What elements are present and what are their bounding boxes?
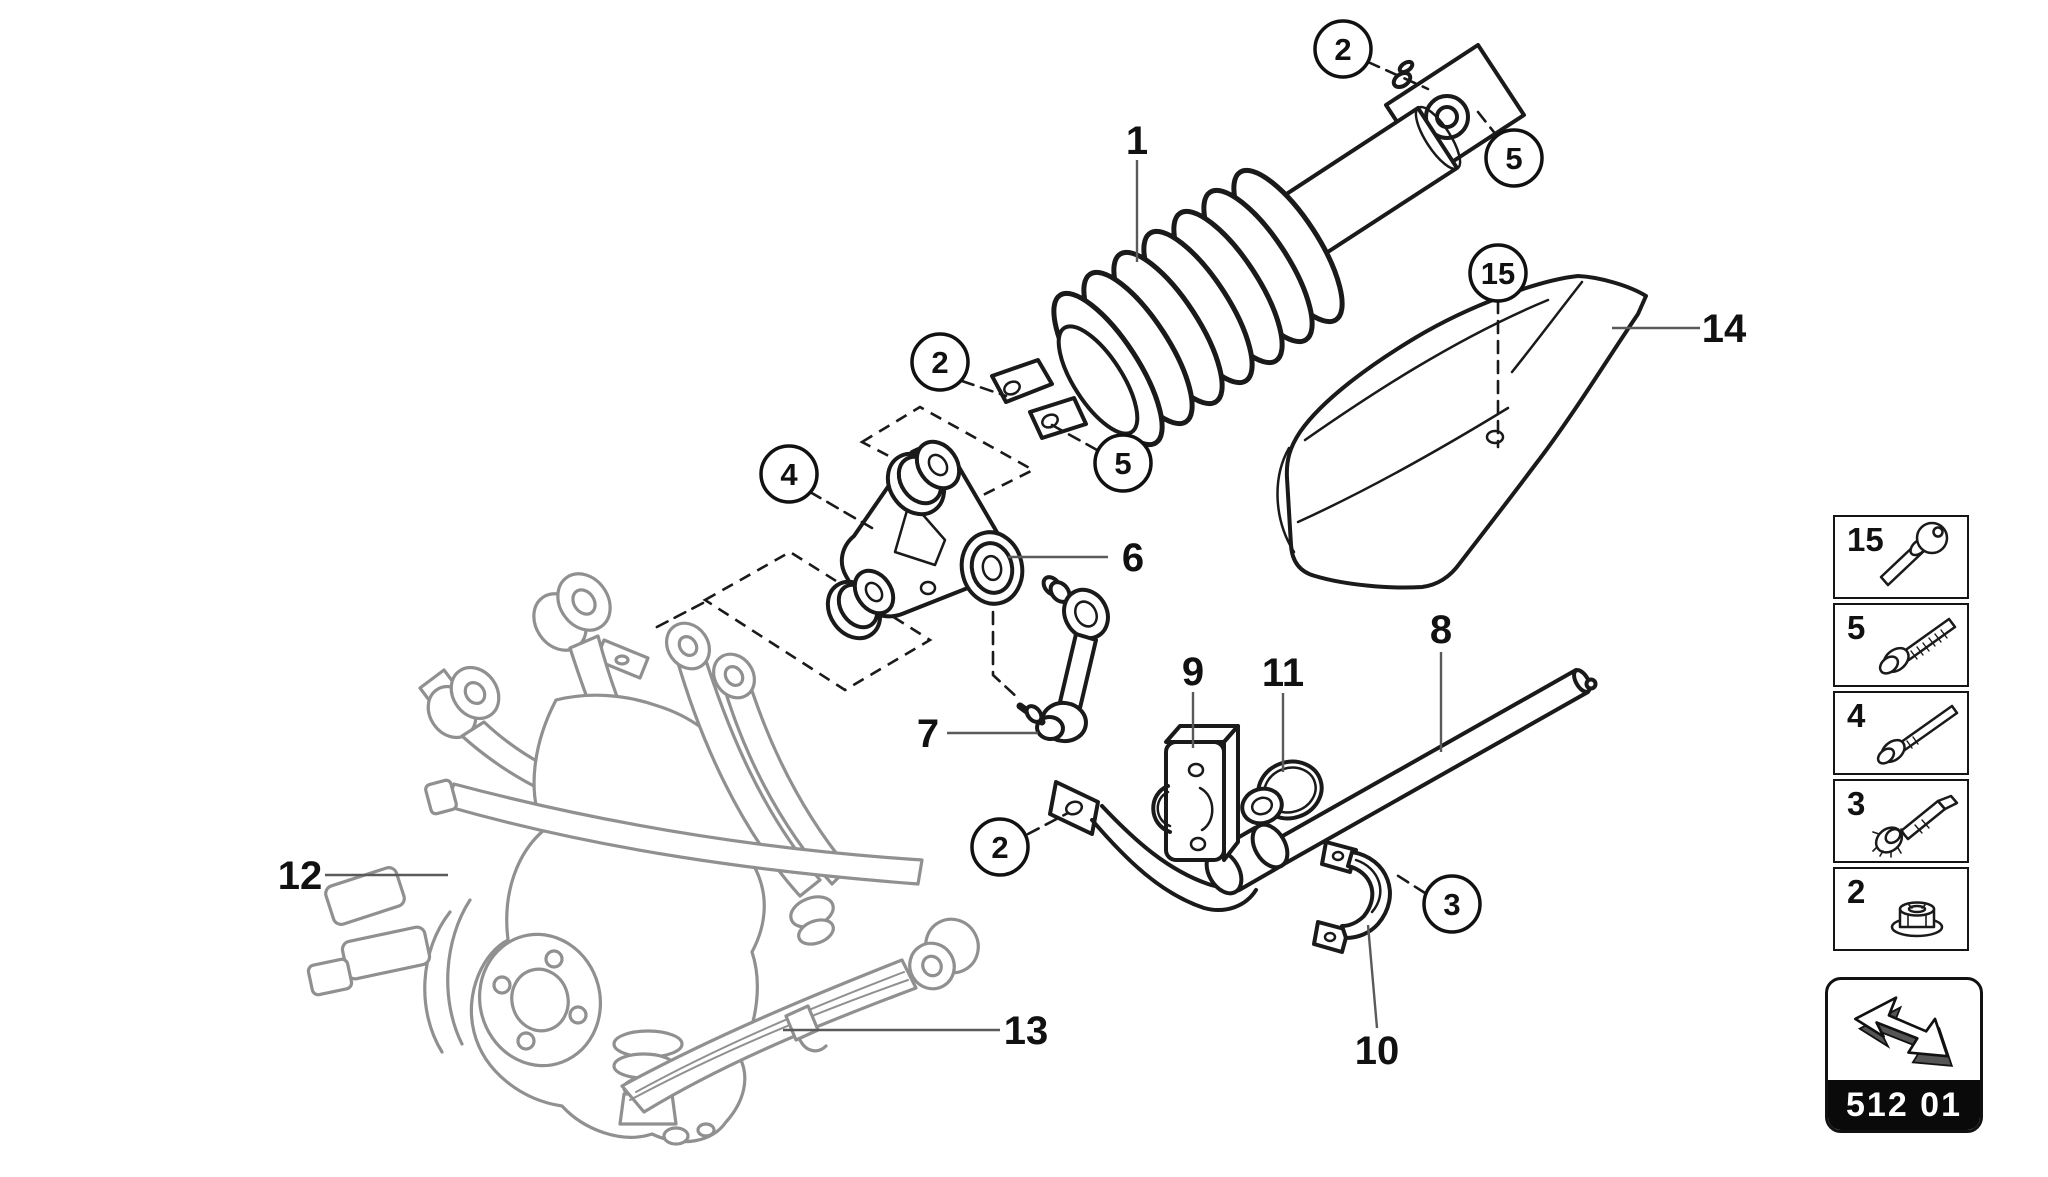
callout-7: 7: [917, 712, 939, 756]
section-code-box: 512 01: [1825, 977, 1983, 1133]
circled-callout-4: 4: [759, 444, 819, 504]
legend-row-15: 15: [1833, 515, 1969, 599]
legend-row-4: 4: [1833, 691, 1969, 775]
leader-lines: [325, 160, 1700, 1032]
legend-row-5: 5: [1833, 603, 1969, 687]
circled-callout-15: 15: [1468, 243, 1528, 303]
svg-text:15: 15: [1481, 256, 1515, 291]
legend-label: 4: [1847, 697, 1866, 734]
serrated-flange-bolt-icon: [1872, 794, 1959, 858]
callout-10: 10: [1355, 1029, 1400, 1073]
wheel-carrier-assembly-drawing: [306, 572, 980, 1146]
svg-text:5: 5: [1114, 446, 1131, 481]
flange-bolt-icon: [1878, 617, 1957, 675]
section-code-label: 512 01: [1828, 1080, 1980, 1130]
legend-label: 5: [1847, 609, 1866, 646]
rocker-arm-drawing: [825, 439, 1025, 641]
svg-text:2: 2: [1334, 32, 1351, 67]
svg-text:2: 2: [931, 345, 948, 380]
legend-label: 2: [1847, 873, 1866, 910]
legend-row-3: 3: [1833, 779, 1969, 863]
shock-absorber-drawing: [990, 43, 1526, 448]
circled-callouts: 2 5 15 2 4 5 2 3: [759, 19, 1544, 934]
stabilizer-link-drawing: [1016, 575, 1110, 744]
callout-9: 9: [1182, 650, 1204, 694]
heat-shield-drawing: [1276, 274, 1648, 590]
circled-callout-2-mid: 2: [910, 332, 970, 392]
circled-callout-3: 3: [1422, 874, 1482, 934]
svg-text:2: 2: [991, 830, 1008, 865]
stabilizer-clamp-drawing: [1312, 840, 1392, 954]
callout-8: 8: [1430, 608, 1452, 652]
svg-text:5: 5: [1505, 141, 1522, 176]
fastener-alignment-dashes: [653, 60, 1500, 895]
direction-arrow-icon: [1828, 980, 1980, 1080]
legend-label: 15: [1847, 521, 1884, 558]
flange-nut-icon: [1890, 901, 1944, 938]
callout-14: 14: [1702, 307, 1747, 351]
lower-control-arm-drawing: [620, 917, 980, 1114]
circled-callout-2-top: 2: [1313, 19, 1373, 79]
callout-11: 11: [1262, 651, 1304, 695]
ball-stud-screw-icon: [1879, 521, 1949, 587]
stabilizer-bracket-drawing: [1151, 724, 1240, 862]
callout-1: 1: [1126, 119, 1148, 163]
circled-callout-5-top: 5: [1484, 128, 1544, 188]
plain-callouts: 1 6 7 8 9 10 11 12 13 14: [278, 119, 1747, 1073]
callout-13: 13: [1004, 1009, 1049, 1053]
svg-text:4: 4: [780, 457, 798, 492]
circled-callout-2-bottom: 2: [970, 817, 1030, 877]
legend-label: 3: [1847, 785, 1866, 822]
legend-row-2: 2: [1833, 867, 1969, 951]
circled-callout-5-mid: 5: [1093, 433, 1153, 493]
flange-bolt-long-icon: [1876, 704, 1959, 765]
callout-6: 6: [1122, 536, 1144, 580]
callout-12: 12: [278, 854, 323, 898]
stabilizer-bushing-drawing: [1240, 759, 1324, 826]
svg-text:3: 3: [1443, 887, 1460, 922]
